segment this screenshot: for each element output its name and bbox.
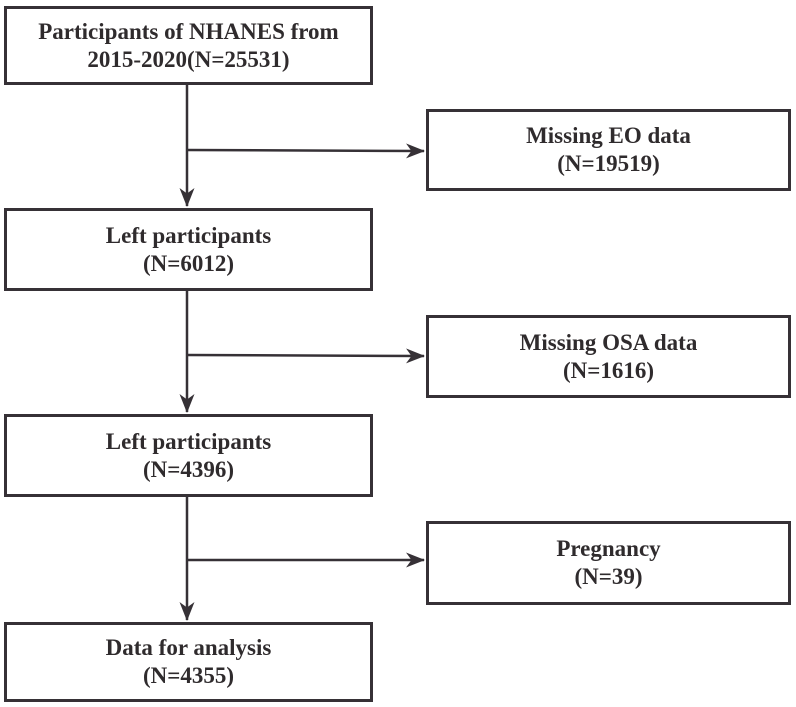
box-missing-eo-data: Missing EO data (N=19519): [426, 109, 791, 191]
box-text-line2: 2015-2020(N=25531): [87, 46, 290, 72]
box-text-line2: (N=1616): [562, 357, 655, 383]
box-text-line1: Pregnancy: [556, 536, 661, 561]
flow-arrow-right-missing-eo: [186, 143, 425, 159]
box-data-for-analysis: Data for analysis (N=4355): [4, 622, 373, 702]
box-left-participants-6012: Left participants (N=6012): [4, 208, 373, 291]
box-text-line1: Data for analysis: [105, 635, 272, 660]
box-text-line1: Participants of NHANES from: [38, 18, 339, 44]
box-text-line2: (N=39): [574, 564, 643, 589]
box-text-line1: Missing OSA data: [519, 329, 698, 355]
box-text-line2: (N=4396): [142, 456, 235, 482]
box-missing-osa-data: Missing OSA data (N=1616): [426, 315, 791, 398]
box-text-line2: (N=6012): [142, 250, 235, 276]
box-pregnancy: Pregnancy (N=39): [426, 521, 791, 605]
box-left-participants-4396: Left participants (N=4396): [4, 414, 373, 497]
box-text-line2: (N=19519): [557, 151, 660, 176]
box-text-line1: Left participants: [105, 222, 272, 248]
box-text-line2: (N=4355): [142, 663, 235, 688]
box-participants-nhanes: Participants of NHANES from 2015-2020(N=…: [4, 6, 373, 85]
box-text-line1: Missing EO data: [526, 123, 691, 148]
box-text-line1: Left participants: [105, 428, 272, 454]
flow-arrow-right-missing-osa: [186, 348, 425, 364]
